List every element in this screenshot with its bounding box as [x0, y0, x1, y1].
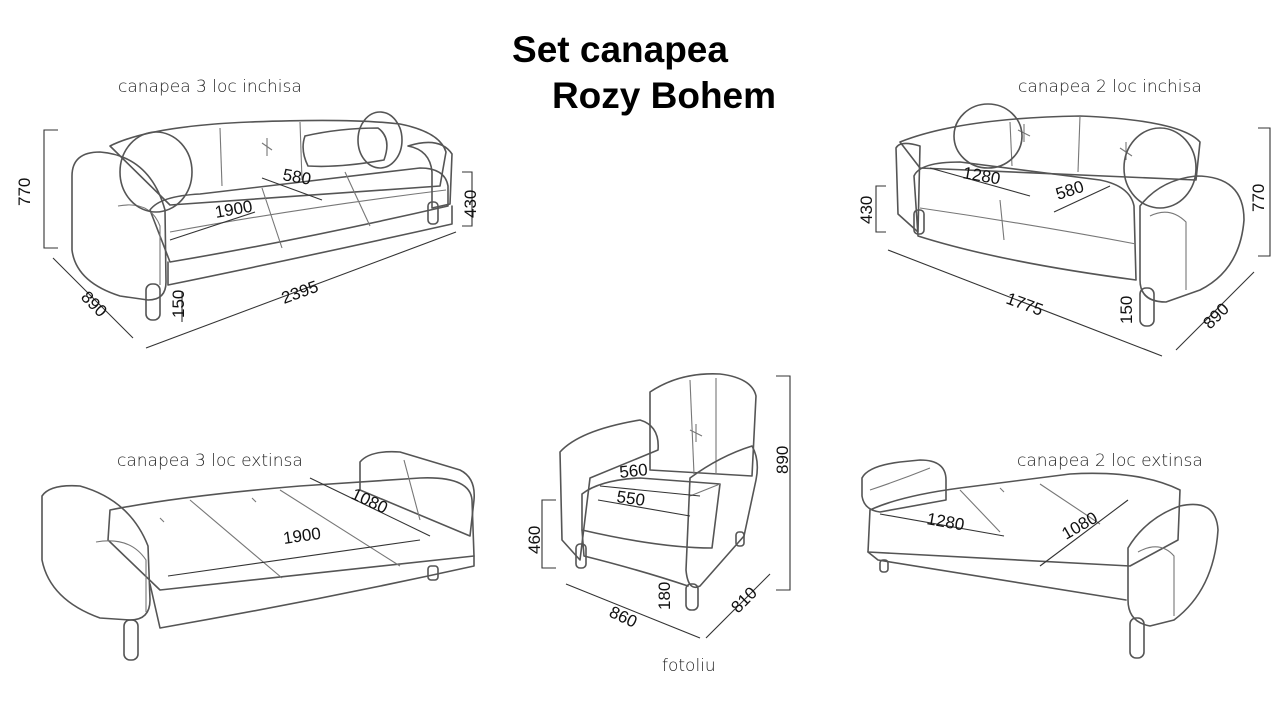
- sofa2-extended-drawing: 1280 1080: [861, 459, 1219, 659]
- sofa3-closed-drawing: 770 890 2395 1900 580 430 150: [15, 111, 480, 349]
- sofa2-extended-bed-depth: 1080: [1059, 508, 1101, 543]
- armchair-seat-depth: 560: [618, 460, 648, 482]
- sofa2-extended-bed-width: 1280: [925, 509, 966, 534]
- armchair-drawing: 890 460 860 810 560 550 180: [525, 373, 792, 639]
- title-line-2: Rozy Bohem: [551, 75, 777, 116]
- title-line-1: Set canapea: [512, 29, 728, 70]
- sofa2-closed-length: 1775: [1004, 289, 1046, 320]
- armchair-leg: 180: [655, 582, 674, 610]
- sofa2-closed-depth: 890: [1199, 299, 1232, 332]
- label-armchair: fotoliu: [662, 656, 716, 676]
- label-sofa2-closed: canapea 2 loc inchisa: [1018, 77, 1202, 97]
- sofa3-extended-bed-depth: 1080: [348, 484, 390, 517]
- armchair-height: 890: [773, 446, 792, 474]
- label-sofa3-closed: canapea 3 loc inchisa: [118, 77, 302, 97]
- label-sofa3-extended: canapea 3 loc extinsa: [117, 451, 303, 471]
- sofa3-closed-seat-depth: 580: [281, 165, 312, 189]
- sofa2-closed-leg: 150: [1117, 296, 1136, 324]
- armchair-seat-width: 550: [615, 487, 646, 510]
- sofa3-closed-seat-height: 430: [461, 190, 480, 218]
- sofa2-closed-height: 770: [1249, 184, 1268, 212]
- sofa3-closed-depth: 890: [77, 287, 110, 320]
- armchair-seat-height: 460: [525, 526, 544, 554]
- sofa3-closed-leg: 150: [169, 290, 188, 318]
- sofa3-closed-length: 2395: [279, 277, 321, 308]
- sofa3-extended-drawing: 1900 1080: [41, 450, 476, 661]
- sofa2-closed-seat-height: 430: [857, 196, 876, 224]
- label-sofa2-extended: canapea 2 loc extinsa: [1017, 451, 1203, 471]
- sofa3-extended-bed-width: 1900: [282, 524, 322, 548]
- sofa3-closed-height: 770: [15, 178, 34, 206]
- sofa2-closed-drawing: 430 1775 770 890 1280 580 150: [857, 103, 1271, 357]
- armchair-width: 860: [606, 602, 640, 631]
